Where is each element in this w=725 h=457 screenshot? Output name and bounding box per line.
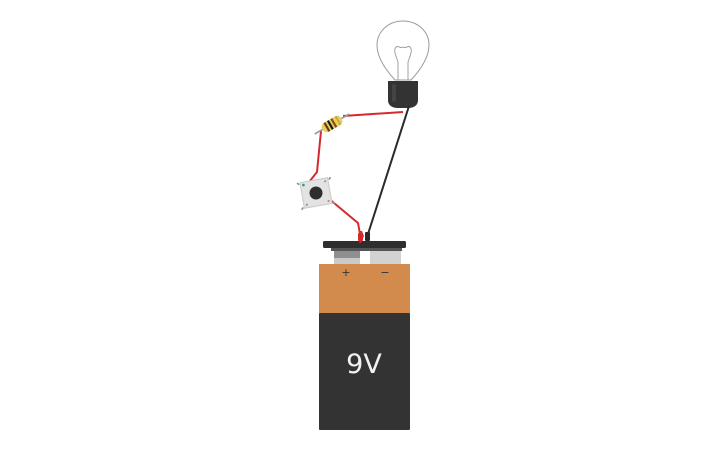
pushbutton-dot-bl: [305, 203, 309, 206]
wire-resistor-to-button[interactable]: [305, 130, 322, 187]
pushbutton-dot-tr: [323, 180, 327, 183]
battery-voltage-label: 9V: [346, 349, 382, 380]
bulb-glass: [376, 20, 430, 81]
wire-button-to-battery-positive[interactable]: [327, 197, 361, 235]
connector-negative-tip[interactable]: [365, 232, 370, 241]
resistor-band-3: [330, 118, 338, 128]
pushbutton-leg-2: [328, 176, 332, 181]
9v-battery[interactable]: + − 9V: [319, 241, 410, 430]
battery-snap-cap: [323, 241, 406, 248]
wires: [305, 105, 410, 235]
positive-symbol: +: [341, 266, 350, 279]
battery-snap-underside: [331, 248, 402, 251]
resistor-band-1: [323, 122, 331, 132]
pushbutton-leg-4: [332, 201, 336, 205]
resistor[interactable]: [312, 110, 352, 139]
pushbutton-dot-tl: [302, 183, 305, 187]
battery-body: [319, 313, 410, 430]
pushbutton-dot-br: [327, 199, 330, 203]
pushbutton-leg-3: [301, 206, 304, 211]
wire-connectors: [358, 231, 370, 243]
positive-terminal-light: [334, 258, 360, 264]
light-bulb[interactable]: [376, 20, 430, 108]
pushbutton-leg-1: [296, 182, 300, 186]
battery-top: [319, 264, 410, 314]
resistor-band-4: [334, 115, 342, 126]
pushbutton-cap[interactable]: [308, 185, 323, 200]
positive-terminal-dark: [334, 251, 360, 261]
negative-terminal: [370, 251, 401, 264]
pushbutton[interactable]: [296, 176, 336, 211]
negative-symbol: −: [380, 266, 389, 279]
bulb-filament: [394, 45, 412, 80]
resistor-band-2: [326, 120, 334, 130]
wire-bulb-to-battery-negative[interactable]: [367, 105, 410, 235]
connector-positive-tip: [358, 233, 363, 241]
wire-bulb-to-resistor[interactable]: [342, 111, 404, 117]
bulb-base-highlight: [392, 84, 396, 102]
